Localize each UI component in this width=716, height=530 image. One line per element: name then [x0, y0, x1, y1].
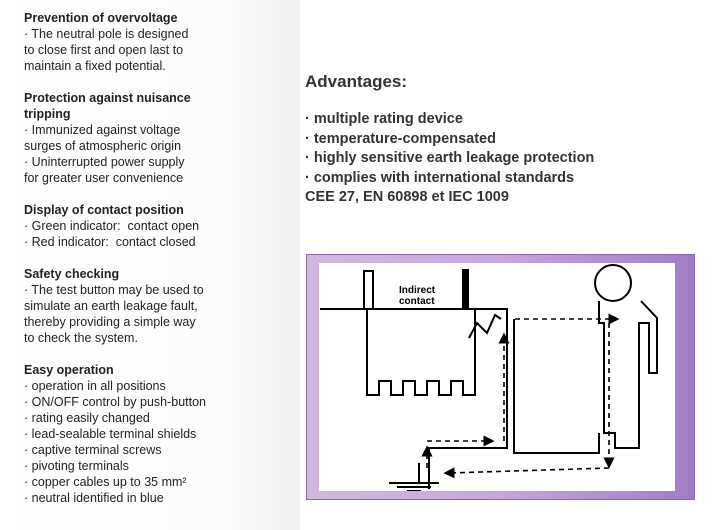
advantage-item: · complies with international standards [305, 169, 575, 186]
feature-line: · operation in all positions [24, 379, 166, 393]
appliance-post [363, 270, 374, 309]
feature-line: · pivoting terminals [24, 459, 129, 473]
feature-line: · Red indicator: contact closed [24, 235, 196, 249]
feature-nuisance-tripping: Protection against nuisance tripping · I… [24, 90, 294, 186]
feature-title: Protection against nuisance [24, 91, 191, 105]
indirect-contact-diagram: Indirect contact [306, 254, 695, 500]
feature-line: · rating easily changed [24, 411, 150, 425]
feature-title: Prevention of overvoltage [24, 11, 178, 25]
feature-line: to close first and open last to [24, 43, 184, 57]
appliance-outline [320, 308, 508, 489]
feature-line: · Immunized against voltage [24, 123, 181, 137]
diagram-svg [320, 264, 658, 491]
feature-title: Easy operation [24, 363, 114, 377]
advantage-item: CEE 27, EN 60898 et IEC 1009 [305, 189, 509, 205]
feature-line: · lead-sealable terminal shields [24, 427, 197, 441]
diagram-label-line: Indirect [399, 285, 436, 296]
feature-safety-checking: Safety checking · The test button may be… [24, 266, 294, 346]
feature-line: simulate an earth leakage fault, [24, 299, 198, 313]
feature-line: · ON/OFF control by push-button [24, 395, 207, 409]
feature-line: maintain a fixed potential. [24, 59, 166, 73]
feature-title-cont: tripping [24, 107, 71, 121]
diagram-label: Indirect contact [399, 285, 435, 307]
feature-line: surges of atmospheric origin [24, 139, 182, 153]
fault-zigzag [468, 313, 502, 339]
advantages-section: Advantages: · multiple rating device · t… [305, 72, 705, 208]
feature-line: · copper cables up to 35 mm² [24, 475, 187, 489]
feature-line: · Green indicator: contact open [24, 219, 200, 233]
ground-symbol [389, 482, 439, 491]
feature-line: to check the system. [24, 331, 138, 345]
feature-line: · The test button may be used to [24, 283, 204, 297]
phase-conductor [462, 269, 469, 309]
feature-easy-operation: Easy operation · operation in all positi… [24, 362, 294, 506]
right-box [513, 319, 600, 454]
feature-overvoltage: Prevention of overvoltage · The neutral … [24, 10, 294, 74]
feature-line: · neutral identified in blue [24, 491, 164, 505]
advantage-item: · multiple rating device [305, 111, 463, 127]
feature-title: Safety checking [24, 267, 120, 281]
person-body [598, 300, 658, 449]
feature-line: · Uninterrupted power supply [24, 155, 185, 169]
person-head [594, 264, 632, 302]
feature-line: · The neutral pole is designed [24, 27, 189, 41]
feature-title: Display of contact position [24, 203, 184, 217]
advantage-item: · highly sensitive earth leakage protect… [305, 150, 595, 166]
feature-line: thereby providing a simple way [24, 315, 196, 329]
feature-line: · captive terminal screws [24, 443, 162, 457]
current-arrow [443, 467, 610, 479]
diagram-label-line: contact [399, 296, 435, 307]
feature-line: for greater user convenience [24, 171, 184, 185]
feature-contact-position: Display of contact position · Green indi… [24, 202, 294, 250]
features-panel [0, 0, 300, 530]
advantage-item: · temperature-compensated [305, 130, 496, 147]
advantages-title: Advantages: [305, 72, 408, 91]
heater-coil [366, 309, 476, 396]
diagram-canvas: Indirect contact [319, 263, 675, 491]
